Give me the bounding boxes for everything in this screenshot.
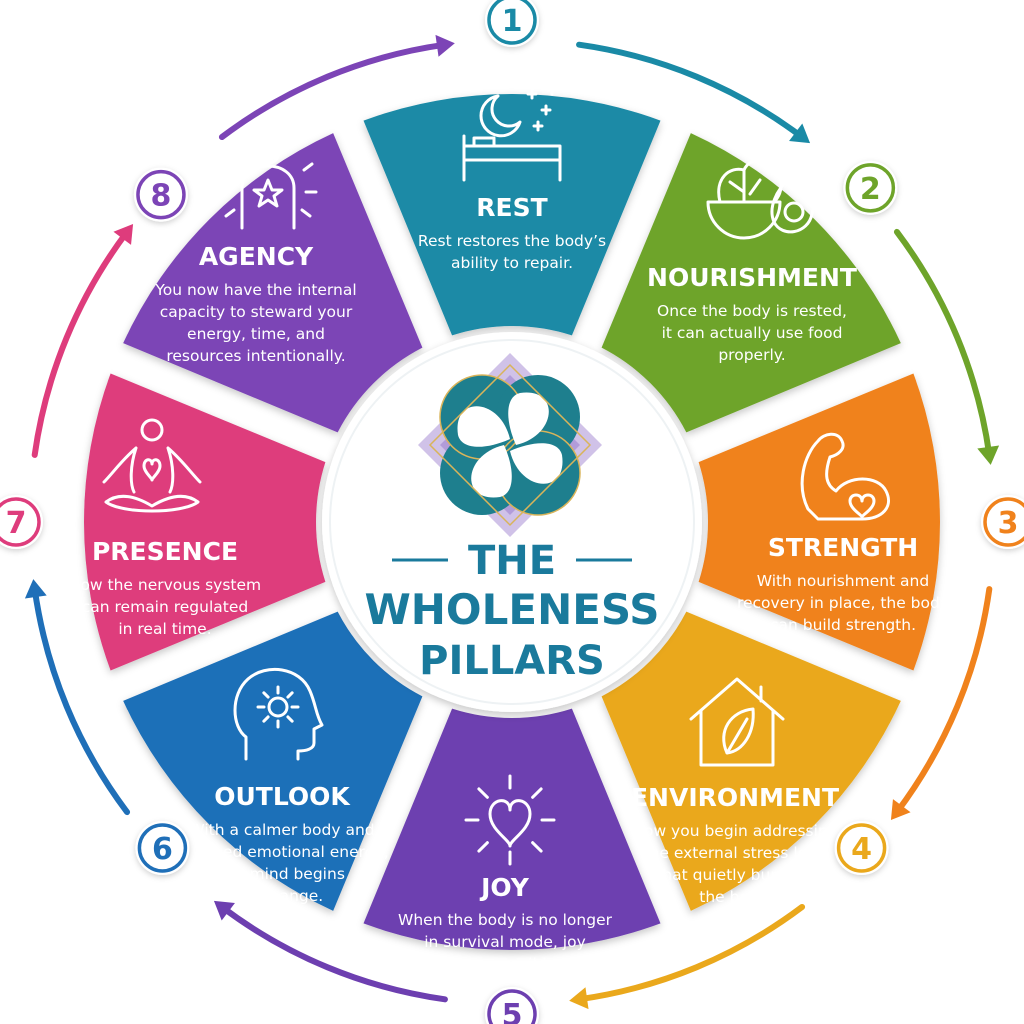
pillar-description-line: ability to repair. bbox=[451, 254, 573, 272]
segment-environment bbox=[601, 611, 901, 911]
pillar-labels: REST Rest restores the body’s ability to r… bbox=[69, 193, 949, 973]
cycle-arrowhead-7 bbox=[113, 223, 134, 245]
segment-rest bbox=[363, 94, 661, 336]
pillar-segments bbox=[83, 94, 940, 950]
pillar-description-line: renewed emotional energy, bbox=[175, 843, 388, 861]
cycle-arrowhead-2 bbox=[977, 445, 1000, 465]
pillar-description-line: the body. bbox=[699, 888, 770, 906]
segment-presence bbox=[83, 373, 326, 671]
center-disc-rim bbox=[329, 339, 695, 705]
number-badge-4: 4 bbox=[834, 820, 889, 875]
pillar-icons bbox=[102, 84, 890, 866]
svg-text:7: 7 bbox=[6, 506, 27, 541]
svg-text:1: 1 bbox=[502, 4, 523, 39]
pillar-title-environment: ENVIRONMENT bbox=[631, 783, 839, 812]
cycle-arrowhead-1 bbox=[789, 123, 811, 144]
svg-text:2: 2 bbox=[860, 172, 881, 207]
cycle-arrowhead-3 bbox=[890, 799, 911, 821]
moon-bed-icon bbox=[462, 84, 562, 182]
pillar-title-joy: JOY bbox=[479, 873, 530, 902]
pillar-description-line: energy, time, and bbox=[187, 325, 325, 343]
pillar-description-line: that quietly burdens bbox=[656, 866, 813, 884]
meditating-person-icon bbox=[102, 418, 202, 513]
head-sun-icon bbox=[233, 667, 324, 761]
cycle-arc-1 bbox=[576, 41, 806, 141]
pillar-description-line: it can actually use food bbox=[662, 324, 843, 342]
pillar-description-line: becomes accessible again. bbox=[401, 955, 609, 973]
pillar-description-line: You now have the internal bbox=[154, 281, 356, 299]
pillar-description-line: in survival mode, joy bbox=[424, 933, 586, 951]
segment-agency bbox=[123, 133, 423, 433]
salad-bowl-avocado-icon bbox=[706, 159, 815, 240]
cycle-arc-4 bbox=[576, 903, 806, 1003]
number-badge-6: 6 bbox=[135, 820, 190, 875]
title-block: THE WHOLENESS PILLARS bbox=[364, 538, 659, 684]
pillar-description-line: in real time. bbox=[118, 620, 211, 638]
pillar-description-line: Now the nervous system bbox=[69, 576, 261, 594]
pillar-description-line: Once the body is rested, bbox=[657, 302, 847, 320]
flexed-arm-heart-icon bbox=[800, 432, 890, 521]
pillar-title-strength: STRENGTH bbox=[768, 533, 918, 562]
cycle-arc-5 bbox=[218, 903, 448, 1003]
pillar-description-line: properly. bbox=[718, 346, 785, 364]
cycle-ring bbox=[24, 34, 1000, 1010]
title-line-2: WHOLENESS bbox=[364, 585, 659, 634]
cycle-arrowhead-5 bbox=[213, 900, 235, 921]
svg-text:6: 6 bbox=[152, 832, 173, 867]
cycle-arrowhead-8 bbox=[435, 34, 455, 57]
pillar-description-line: With a calmer body and bbox=[189, 821, 374, 839]
house-leaf-icon bbox=[689, 677, 785, 767]
radiant-heart-icon bbox=[464, 774, 556, 866]
pillar-title-agency: AGENCY bbox=[199, 242, 314, 271]
pillar-description-line: resources intentionally. bbox=[166, 347, 345, 365]
number-badge-5: 5 bbox=[485, 987, 539, 1024]
pillar-description-line: capacity to steward your bbox=[160, 303, 353, 321]
segment-nourishment bbox=[601, 133, 901, 433]
svg-text:4: 4 bbox=[851, 832, 872, 867]
number-badge-3: 3 bbox=[981, 495, 1024, 549]
number-badge-1: 1 bbox=[485, 0, 539, 47]
cycle-arc-7 bbox=[31, 228, 131, 458]
segment-strength bbox=[698, 373, 940, 671]
svg-text:5: 5 bbox=[502, 998, 523, 1024]
number-badge-2: 2 bbox=[843, 160, 898, 215]
pillar-description-line: Now you begin addressing bbox=[632, 822, 837, 840]
cycle-arrowhead-4 bbox=[569, 987, 589, 1010]
person-star-icon bbox=[218, 139, 318, 230]
pillar-description-line: When the body is no longer bbox=[398, 911, 613, 929]
segment-joy bbox=[363, 708, 661, 950]
pillar-description-line: to change. bbox=[241, 887, 323, 905]
svg-text:3: 3 bbox=[998, 506, 1019, 541]
pillar-description-line: recovery in place, the body bbox=[737, 594, 949, 612]
title-line-1: THE bbox=[468, 538, 556, 584]
cycle-arc-6 bbox=[31, 586, 131, 816]
pillar-description-line: the mind begins bbox=[219, 865, 345, 883]
title-line-3: PILLARS bbox=[419, 638, 605, 684]
cycle-arrowhead-6 bbox=[24, 579, 47, 599]
pillar-title-nourishment: NOURISHMENT bbox=[647, 263, 857, 292]
pillar-description-line: can remain regulated bbox=[82, 598, 248, 616]
cycle-arc-8 bbox=[218, 41, 448, 141]
pillar-title-rest: REST bbox=[476, 193, 547, 222]
pillar-description-line: the external stress load bbox=[644, 844, 827, 862]
pillar-description-line: Rest restores the body’s bbox=[418, 232, 606, 250]
cycle-arc-2 bbox=[893, 228, 993, 458]
number-badge-8: 8 bbox=[133, 167, 188, 222]
pillar-description-line: can build strength. bbox=[770, 616, 916, 634]
wholeness-logo bbox=[418, 353, 602, 537]
number-badge-7: 7 bbox=[0, 495, 43, 549]
pillar-title-presence: PRESENCE bbox=[92, 537, 238, 566]
svg-text:8: 8 bbox=[151, 179, 172, 214]
pillar-title-outlook: OUTLOOK bbox=[214, 782, 351, 811]
pillar-description-line: With nourishment and bbox=[757, 572, 929, 590]
segment-outlook bbox=[123, 611, 423, 911]
cycle-arc-3 bbox=[893, 586, 993, 816]
